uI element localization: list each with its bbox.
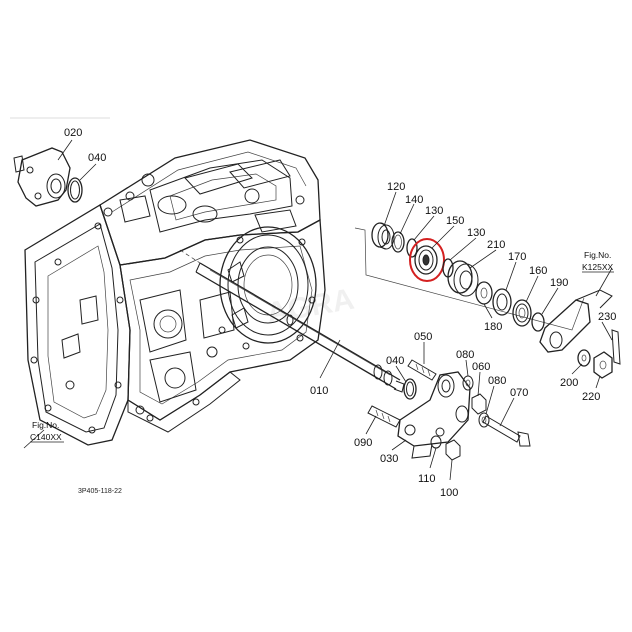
label-140: 140	[405, 194, 423, 206]
part-190-ring	[531, 312, 545, 332]
part-170-spacer	[492, 288, 512, 316]
fig-c140-ref: C140XX	[30, 432, 62, 442]
transmission-case	[24, 139, 326, 446]
part-210-gear	[447, 260, 479, 297]
label-160: 160	[529, 265, 547, 277]
part-220-nut	[593, 351, 613, 379]
part-120-bearing	[371, 222, 395, 250]
label-090: 090	[354, 437, 372, 449]
part-070-bolt	[482, 415, 531, 447]
fig-ref-k125: Fig.No. K125XX	[582, 250, 614, 273]
label-040-lower: 040	[386, 355, 404, 367]
part-number-labels: 020 040 120 140 130 150 130 210 170 160 …	[64, 127, 616, 499]
fig-k125-ref: K125XX	[582, 262, 614, 272]
highlight-circle-150	[409, 238, 445, 282]
fig-ref-c140: Fig.No. C140XX	[30, 420, 64, 443]
part-040-oring-upper	[67, 177, 83, 203]
part-160-seal	[512, 299, 532, 327]
label-030: 030	[380, 453, 398, 465]
label-060: 060	[472, 361, 490, 373]
label-150: 150	[446, 215, 464, 227]
label-130-a: 130	[425, 205, 443, 217]
label-190: 190	[550, 277, 568, 289]
part-030-bracket	[397, 371, 471, 459]
watermark: AGRA	[264, 283, 357, 331]
part-080-washer-a	[462, 375, 474, 391]
drawing-code: 3P405-118-22	[78, 488, 122, 495]
label-210: 210	[487, 239, 505, 251]
label-070: 070	[510, 387, 528, 399]
part-150-bearing	[414, 245, 438, 275]
part-180-washer	[475, 281, 493, 305]
label-170: 170	[508, 251, 526, 263]
part-010-shaft	[179, 249, 405, 393]
label-010: 010	[310, 385, 328, 397]
label-200: 200	[560, 377, 578, 389]
label-110: 110	[418, 473, 436, 485]
fig-c140-label: Fig.No.	[32, 420, 59, 430]
exploded-stack-outline	[354, 227, 585, 331]
part-230-pin	[611, 329, 621, 365]
label-180: 180	[484, 321, 502, 333]
leader-lines	[23, 139, 613, 481]
label-080-a: 080	[456, 349, 474, 361]
label-220: 220	[582, 391, 600, 403]
label-130-b: 130	[467, 227, 485, 239]
label-120: 120	[387, 181, 405, 193]
fig-k125-label: Fig.No.	[584, 250, 611, 260]
label-020: 020	[64, 127, 82, 139]
part-100-nut	[445, 439, 461, 461]
part-090-stud	[367, 405, 401, 428]
label-100: 100	[440, 487, 458, 499]
part-050-stud	[407, 359, 437, 381]
part-110-washer	[430, 435, 442, 449]
k125-axle-arm	[539, 289, 613, 353]
label-040-upper: 040	[88, 152, 106, 164]
part-140-snapring	[391, 231, 405, 253]
part-040-oring-lower	[403, 378, 417, 400]
label-050: 050	[414, 331, 432, 343]
part-200-washer	[577, 349, 591, 367]
part-020-cover	[13, 147, 71, 207]
label-230: 230	[598, 311, 616, 323]
part-130-collar-a	[406, 238, 418, 258]
part-060-nut	[471, 393, 487, 415]
label-080-b: 080	[488, 375, 506, 387]
